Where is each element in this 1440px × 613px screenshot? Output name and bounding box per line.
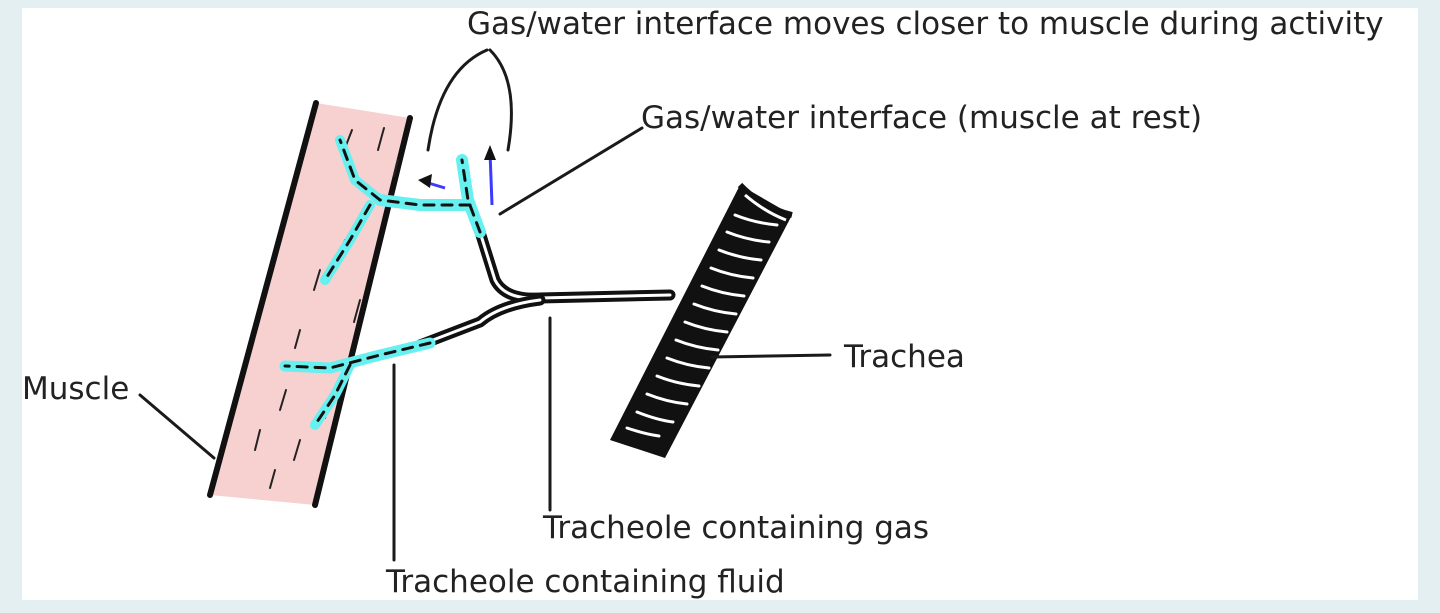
label-interface-active: Gas/water interface moves closer to musc… <box>467 6 1384 42</box>
label-tracheole-gas: Tracheole containing gas <box>542 510 929 546</box>
tracheole-gas <box>414 226 676 351</box>
tracheole-fluid <box>279 135 486 430</box>
label-tracheole-fluid: Tracheole containing fluid <box>385 564 785 600</box>
label-trachea: Trachea <box>843 339 965 375</box>
muscle-fiber <box>207 100 413 508</box>
label-interface-rest: Gas/water interface (muscle at rest) <box>641 100 1202 136</box>
leader-lines <box>138 48 832 562</box>
interface-arrows <box>418 145 496 206</box>
trachea <box>610 182 793 458</box>
label-muscle: Muscle <box>22 371 129 407</box>
